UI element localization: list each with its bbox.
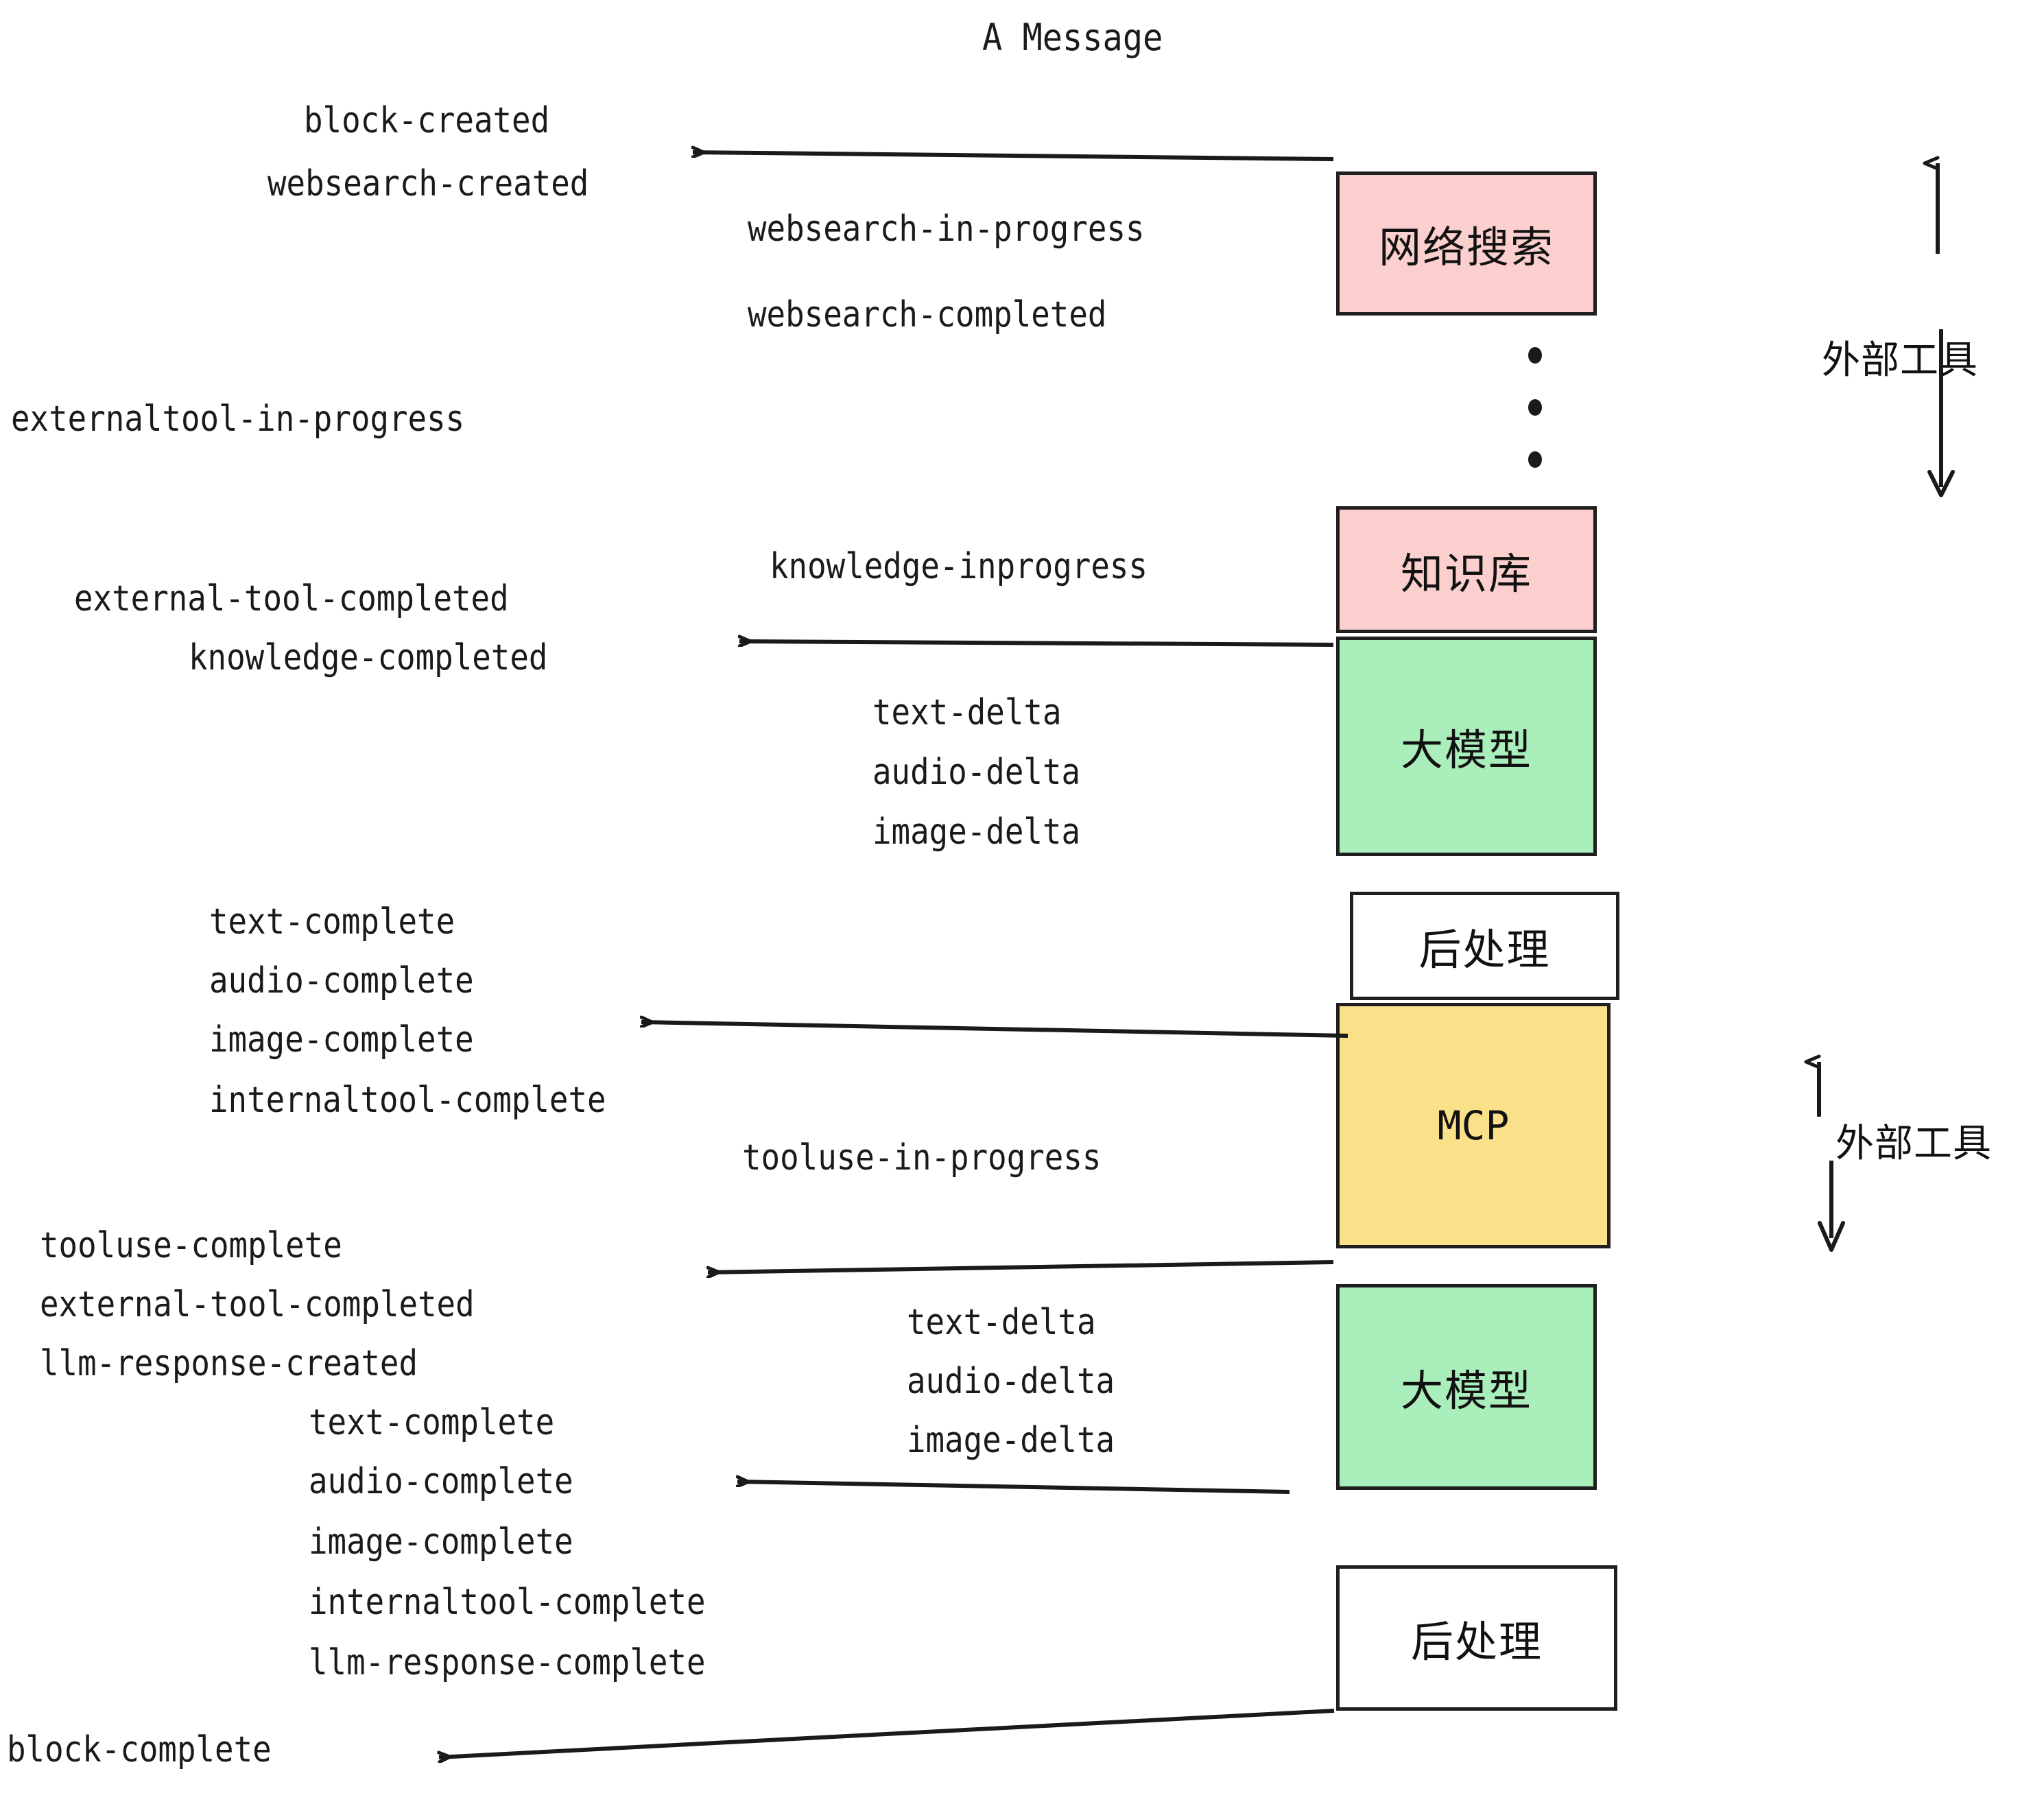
event-label-externaltool-in-progress: externaltool-in-progress [11,399,465,440]
event-label-audio-complete-1: audio-complete [209,960,474,1001]
ellipsis-dot-2 [1528,399,1542,416]
node-mcp[interactable]: MCP [1336,1003,1611,1248]
event-label-websearch-created: websearch-created [268,163,589,204]
node-llm-1[interactable]: 大模型 [1336,637,1597,856]
arrow-mcp-to-tooluse-complete [708,1260,1334,1272]
side-label-external-tools-bottom: 外部工具 [1835,1121,1992,1166]
event-label-knowledge-completed: knowledge-completed [189,637,548,678]
event-label-external-tool-completed-2: external-tool-completed [40,1284,475,1325]
arrow-knowledge-to-knowledge-completed [739,641,1334,645]
event-label-image-delta-2: image-delta [907,1420,1115,1461]
event-label-text-complete-1: text-complete [209,901,455,942]
node-postprocess-1[interactable]: 后处理 [1350,892,1619,1000]
event-label-websearch-in-progress: websearch-in-progress [748,209,1145,250]
event-label-tooluse-complete: tooluse-complete [40,1225,342,1266]
event-label-audio-complete-2: audio-complete [309,1461,573,1502]
event-label-image-complete-1: image-complete [209,1019,474,1060]
ellipsis-dot-1 [1528,347,1542,364]
external-tools-bottom-down-arrow [1818,1161,1845,1252]
event-label-block-created: block-created [304,100,550,141]
arrow-llm2-to-audio-complete [737,1482,1290,1494]
node-websearch[interactable]: 网络搜索 [1336,171,1597,316]
event-label-internaltool-complete-2: internaltool-complete [309,1582,706,1623]
event-label-knowledge-inprogress: knowledge-inprogress [770,546,1148,587]
node-postprocess-2[interactable]: 后处理 [1336,1565,1617,1711]
event-label-image-delta-1: image-delta [872,811,1081,853]
event-label-audio-delta-1: audio-delta [872,752,1081,793]
event-label-internaltool-complete-1: internaltool-complete [209,1080,606,1121]
event-label-websearch-completed: websearch-completed [748,294,1107,335]
event-label-llm-response-complete: llm-response-complete [309,1642,706,1683]
arrow-postprocess2-to-block-complete [439,1709,1335,1757]
arrow-postprocess-to-image-complete [641,1022,1348,1038]
page-title: A Message [982,16,1163,59]
event-label-external-tool-completed-1: external-tool-completed [74,578,509,619]
event-label-text-delta-1: text-delta [872,692,1062,733]
event-label-block-complete: block-complete [7,1729,272,1770]
side-label-external-tools-top: 外部工具 [1822,338,1978,383]
node-knowledge[interactable]: 知识库 [1336,506,1597,633]
ellipsis-dot-3 [1528,451,1542,468]
arrow-websearch-to-block-created [693,152,1334,161]
event-label-text-complete-2: text-complete [309,1402,555,1443]
node-llm-2[interactable]: 大模型 [1336,1284,1597,1490]
event-label-text-delta-2: text-delta [907,1302,1096,1343]
event-label-tooluse-in-progress: tooluse-in-progress [742,1137,1102,1178]
event-label-image-complete-2: image-complete [309,1521,573,1563]
event-label-llm-response-created: llm-response-created [40,1343,418,1384]
event-label-audio-delta-2: audio-delta [907,1361,1115,1402]
